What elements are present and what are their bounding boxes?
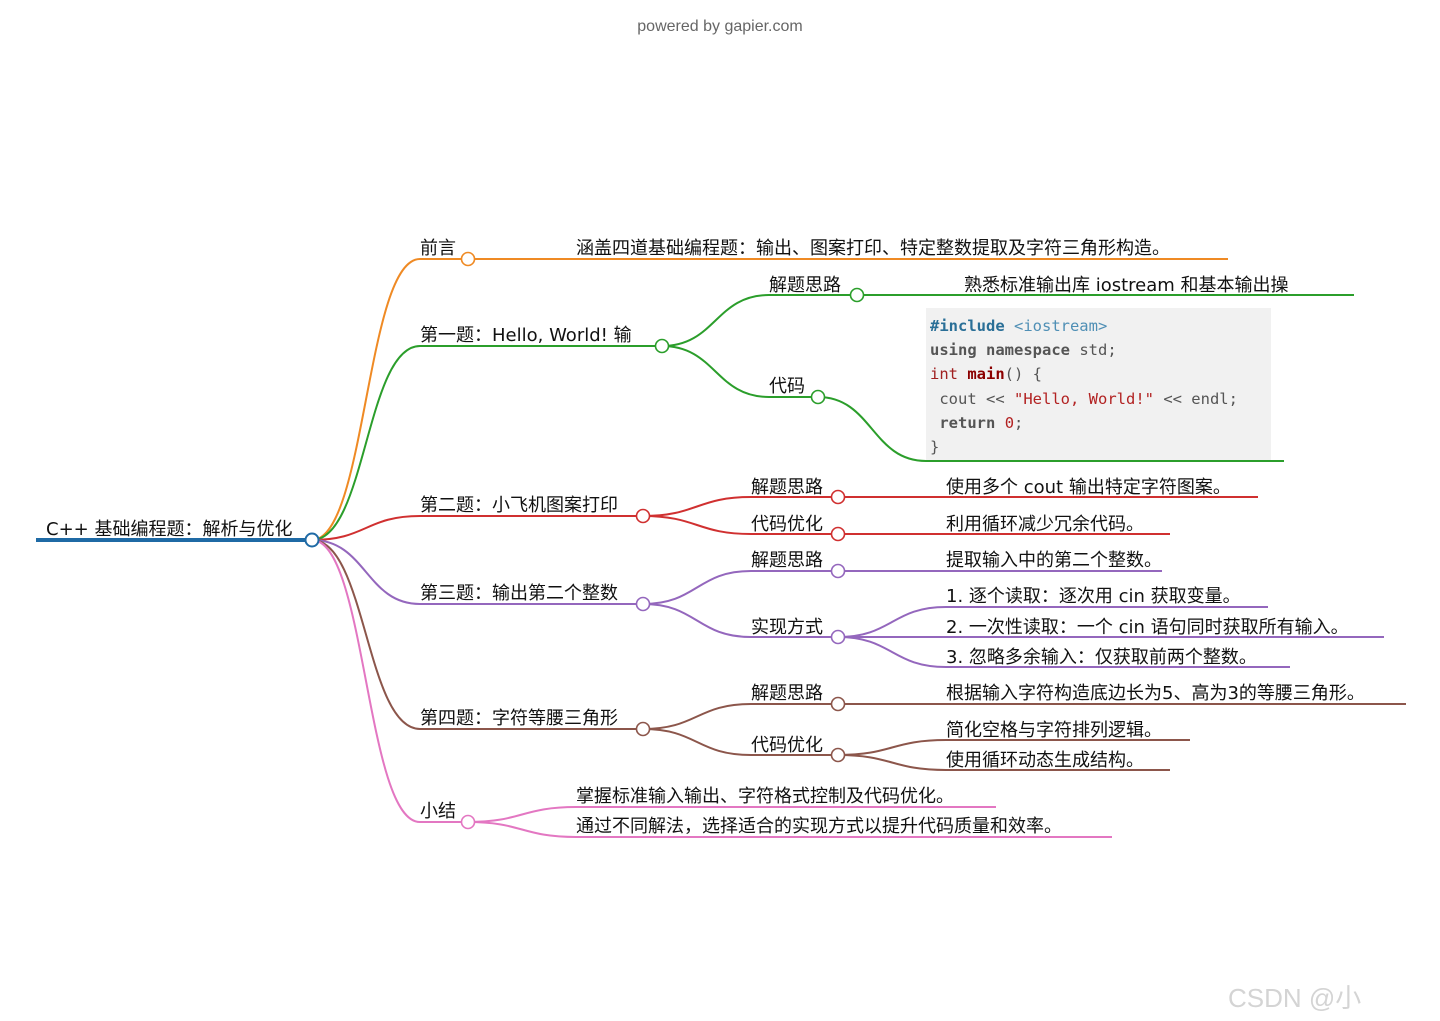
code-token: main — [967, 365, 1005, 384]
branch-4-child-2-leaf-1-label: 1. 逐个读取：逐次用 cin 获取变量。 — [946, 586, 1241, 607]
branch-1-connector — [311, 258, 421, 541]
label-layer: C++ 基础编程题：解析与优化 前言 涵盖四道基础编程题：输出、图案打印、特定整数提… — [46, 238, 1365, 837]
branch-2-node — [654, 338, 670, 354]
branch-4-child-1-connector — [642, 570, 752, 605]
branch-2-child-2-connector — [661, 345, 770, 398]
csdn-watermark: CSDN @小 — [1228, 983, 1362, 1013]
branch-2-connector — [311, 345, 421, 541]
branch-4-node — [635, 596, 651, 612]
root-node — [304, 532, 320, 548]
branch-4-child-1-node — [830, 563, 846, 579]
powered-by-watermark: powered by gapier.com — [637, 18, 803, 35]
node-circle-layer — [304, 251, 865, 830]
branch-3-child-2-connector — [642, 515, 752, 535]
code-token: int — [930, 365, 958, 384]
branch-2-child-1-connector — [661, 294, 770, 347]
code-token: std; — [1070, 341, 1117, 360]
branch-4-child-2-node — [830, 629, 846, 645]
code-token: "Hello, World!" — [1014, 389, 1154, 408]
branch-3-label: 第二题：小飞机图案打印 — [420, 495, 618, 516]
code-token: cout << — [930, 389, 1014, 408]
branch-3-connector — [311, 515, 421, 541]
branch-5-child-2-label: 代码优化 — [751, 735, 823, 756]
root-topic: C++ 基础编程题：解析与优化 — [46, 519, 292, 540]
code-token — [977, 341, 986, 359]
branch-4-label: 第三题：输出第二个整数 — [420, 583, 618, 604]
branch-6-label: 小结 — [420, 801, 456, 822]
code-token: << endl; — [1153, 389, 1238, 408]
branch-3-child-1-label: 解题思路 — [751, 477, 823, 498]
branch-6-connector — [311, 539, 421, 823]
branch-5-connector — [311, 539, 421, 730]
branch-1-node — [460, 251, 476, 267]
code-line: cout << "Hello, World!" << endl; — [930, 387, 1271, 411]
branch-3-child-1-connector — [642, 496, 752, 517]
branch-4-child-1-label: 解题思路 — [751, 550, 823, 571]
code-line: #include <iostream> — [930, 314, 1271, 338]
branch-2-child-1-node — [849, 287, 865, 303]
branch-3-child-2-label: 代码优化 — [751, 514, 823, 535]
code-token: 0 — [1004, 413, 1015, 432]
underline-layer — [36, 258, 1406, 838]
code-line: using namespace std; — [930, 338, 1271, 362]
code-line: return 0; — [930, 411, 1271, 435]
code-line: } — [930, 435, 1271, 459]
branch-6-child-1-label: 掌握标准输入输出、字符格式控制及代码优化。 — [576, 786, 954, 807]
branch-4-child-2-leaf-2-label: 2. 一次性读取：一个 cin 语句同时获取所有输入。 — [946, 617, 1349, 638]
branch-1-label: 前言 — [420, 238, 456, 259]
branch-4-child-2-leaf-1-connector — [837, 606, 947, 638]
branch-2-child-2-node — [810, 389, 826, 405]
branch-4-connector — [311, 539, 421, 605]
code-token: ; — [1014, 413, 1024, 432]
branch-5-node — [635, 721, 651, 737]
branch-5-child-1-leaf-1-label: 根据输入字符构造底边长为5、高为3的等腰三角形。 — [946, 683, 1365, 704]
branch-2-label: 第一题：Hello, World! 输 — [420, 325, 632, 346]
branch-3-child-2-node — [830, 526, 846, 542]
branch-4-child-2-leaf-3-label: 3. 忽略多余输入：仅获取前两个整数。 — [946, 647, 1257, 668]
code-token — [930, 414, 939, 432]
branch-3-child-2-leaf-1-label: 利用循环减少冗余代码。 — [946, 514, 1144, 535]
branch-2-child-2-code-connector — [817, 396, 927, 462]
branch-2-child-1-label: 解题思路 — [769, 275, 841, 296]
connector-layer — [311, 257, 964, 838]
branch-3-child-1-leaf-1-label: 使用多个 cout 输出特定字符图案。 — [946, 477, 1231, 498]
branch-5-child-1-label: 解题思路 — [751, 683, 823, 704]
branch-5-child-2-leaf-1-connector — [837, 739, 947, 756]
branch-2-child-2-label: 代码 — [769, 376, 805, 397]
branch-5-child-1-node — [830, 696, 846, 712]
code-line: int main() { — [930, 362, 1271, 386]
code-token: namespace — [986, 341, 1071, 360]
code-token — [958, 365, 967, 383]
branch-6-child-2-label: 通过不同解法，选择适合的实现方式以提升代码质量和效率。 — [576, 816, 1062, 837]
branch-5-child-2-leaf-2-connector — [837, 754, 947, 771]
branch-5-child-2-leaf-1-label: 简化空格与字符排列逻辑。 — [946, 720, 1162, 741]
branch-2-child-1-leaf-1-label: 熟悉标准输出库 iostream 和基本输出操 — [964, 275, 1289, 296]
code-token: using — [930, 341, 977, 360]
branch-5-child-2-node — [830, 747, 846, 763]
branch-5-child-1-connector — [642, 703, 752, 730]
branch-4-child-2-connector — [642, 603, 752, 638]
code-token: () { — [1004, 365, 1042, 384]
code-token: <iostream> — [1004, 317, 1108, 335]
branch-5-child-2-leaf-2-label: 使用循环动态生成结构。 — [946, 750, 1144, 771]
branch-6-child-2-connector — [467, 821, 577, 838]
branch-5-child-2-connector — [642, 728, 752, 756]
code-token — [995, 414, 1004, 432]
branch-4-child-2-label: 实现方式 — [751, 617, 823, 638]
branch-4-child-1-leaf-1-label: 提取输入中的第二个整数。 — [946, 550, 1162, 571]
code-block: #include <iostream>using namespace std;i… — [926, 308, 1271, 460]
branch-6-node — [460, 814, 476, 830]
code-token: return — [939, 413, 996, 432]
branch-4-child-2-leaf-3-connector — [837, 636, 947, 668]
branch-5-label: 第四题：字符等腰三角形 — [420, 708, 618, 729]
code-token: } — [930, 437, 940, 456]
branch-3-child-1-node — [830, 489, 846, 505]
branch-3-node — [635, 508, 651, 524]
branch-6-child-1-connector — [467, 806, 577, 823]
branch-1-child-1-label: 涵盖四道基础编程题：输出、图案打印、特定整数提取及字符三角形构造。 — [576, 238, 1170, 259]
code-token: #include — [930, 317, 1005, 335]
